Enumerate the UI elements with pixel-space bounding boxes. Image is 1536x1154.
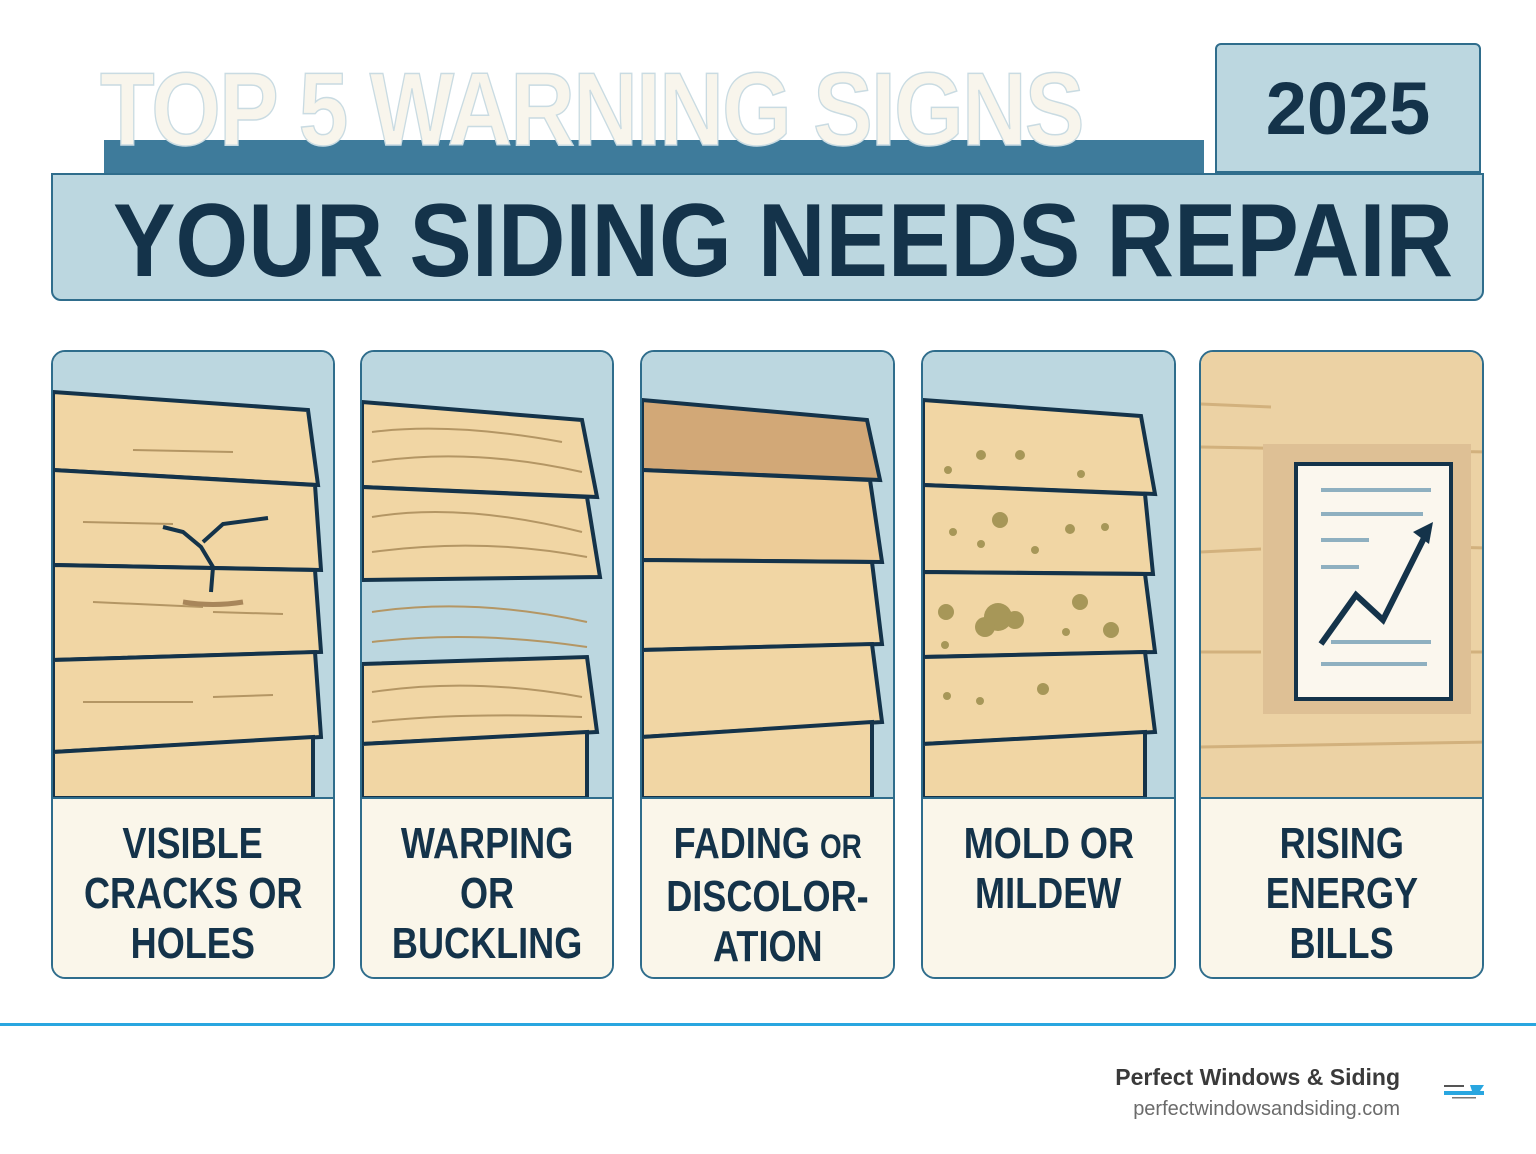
sign-label: MOLD OR MILDEW — [923, 797, 1174, 977]
sign-card-warping: WARPING OR BUCKLING — [360, 350, 614, 979]
label-line: DISCOLOR- — [666, 872, 869, 921]
year-text: 2025 — [1265, 66, 1431, 150]
label-line: FADING OR — [673, 819, 861, 872]
label-line: HOLES — [130, 919, 256, 968]
mold-siding-illustration — [923, 352, 1174, 798]
sign-label: WARPING OR BUCKLING — [362, 797, 612, 977]
mold-spots — [938, 450, 1119, 705]
label-line: ATION — [712, 922, 823, 971]
page-title: YOUR SIDING NEEDS REPAIR — [113, 183, 1454, 299]
sign-label: RISING ENERGY BILLS — [1201, 797, 1482, 977]
title-brush-stroke — [104, 140, 1204, 176]
label-line: MILDEW — [975, 869, 1122, 918]
website-link[interactable]: perfectwindowsandsiding.com — [1133, 1098, 1400, 1120]
label-line: WARPING — [400, 819, 574, 868]
sign-card-cracks: VISIBLE CRACKS OR HOLES — [51, 350, 335, 979]
year-badge: 2025 — [1215, 43, 1481, 173]
label-line: BILLS — [1289, 919, 1394, 968]
label-word: FADING — [673, 819, 810, 868]
footer-divider — [0, 1023, 1536, 1026]
faded-siding-illustration — [642, 352, 893, 798]
energy-bill-chart-illustration — [1201, 352, 1482, 798]
company-logo — [1444, 1085, 1484, 1099]
label-line: OR — [459, 869, 515, 918]
sign-label: VISIBLE CRACKS OR HOLES — [53, 797, 333, 977]
label-line: VISIBLE — [122, 819, 264, 868]
sign-card-fading: FADING OR DISCOLOR- ATION — [640, 350, 895, 979]
sign-label: FADING OR DISCOLOR- ATION — [642, 797, 893, 977]
label-line: MOLD OR — [963, 819, 1134, 868]
label-line: CRACKS OR — [83, 869, 303, 918]
sign-card-energy-bills: RISING ENERGY BILLS — [1199, 350, 1484, 979]
cracked-siding-illustration — [53, 352, 333, 798]
label-line: BUCKLING — [391, 919, 583, 968]
label-line: RISING — [1279, 819, 1404, 868]
company-name: Perfect Windows & Siding — [1115, 1064, 1400, 1090]
label-line: ENERGY — [1265, 869, 1418, 918]
warped-siding-illustration — [362, 352, 612, 798]
title-banner: YOUR SIDING NEEDS REPAIR — [51, 173, 1484, 301]
kicker-title: TOP 5 WARNING SIGNS — [99, 52, 1085, 168]
label-word: OR — [819, 828, 862, 866]
sign-card-mold: MOLD OR MILDEW — [921, 350, 1176, 979]
